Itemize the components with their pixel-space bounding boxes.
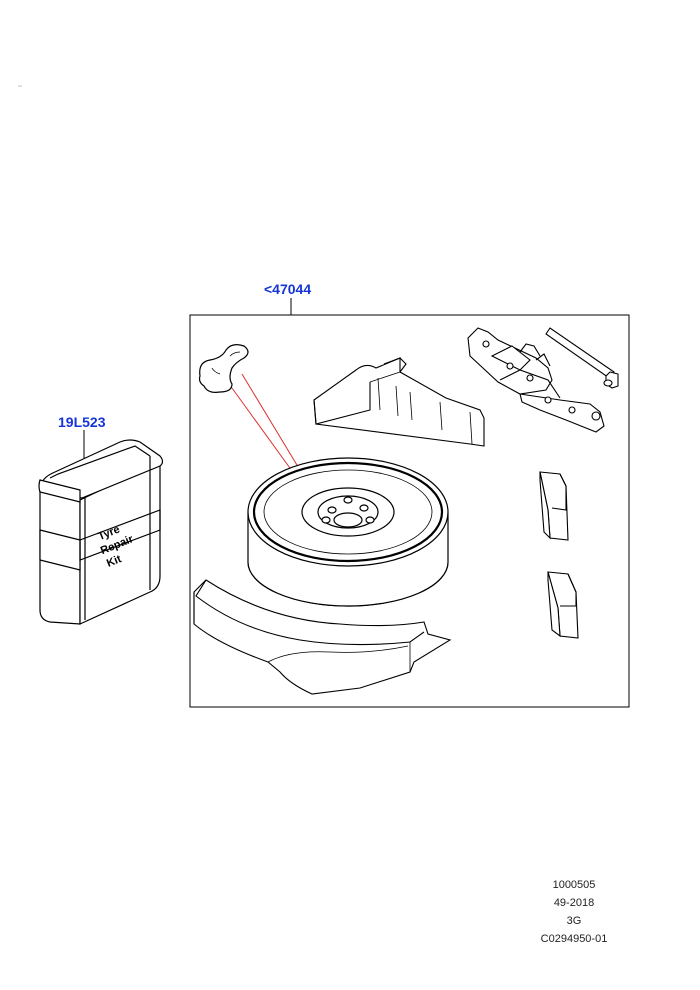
footer-line-2: 49-2018 <box>553 897 595 909</box>
red-leader-1 <box>231 387 301 483</box>
footer-line-3: 3G <box>566 915 582 927</box>
spare-wheel[interactable] <box>247 457 449 607</box>
jack-support-bracket[interactable] <box>313 357 485 447</box>
scissor-jack[interactable] <box>467 327 605 433</box>
wedge-block-upper[interactable] <box>539 471 569 541</box>
spare-wheel-foam-tray[interactable] <box>193 579 452 695</box>
kit-label-line3: Kit <box>105 553 123 570</box>
wedge-block-lower[interactable] <box>547 571 579 639</box>
wheel-retainer-clip[interactable] <box>198 344 249 393</box>
red-leader-2 <box>241 373 307 481</box>
footer-line-4: C0294950-01 <box>540 933 608 945</box>
callout-kit-box[interactable]: 19L523 <box>58 414 106 430</box>
tyre-repair-kit-label: Tyre Repair Kit <box>96 523 135 570</box>
footer-line-1: 1000505 <box>552 879 596 891</box>
tyre-repair-kit-box[interactable] <box>38 439 164 625</box>
callout-spare-wheel-set[interactable]: <47044 <box>264 281 312 297</box>
spare-wheel-set-frame <box>189 314 630 708</box>
wheel-brace[interactable] <box>545 327 619 389</box>
